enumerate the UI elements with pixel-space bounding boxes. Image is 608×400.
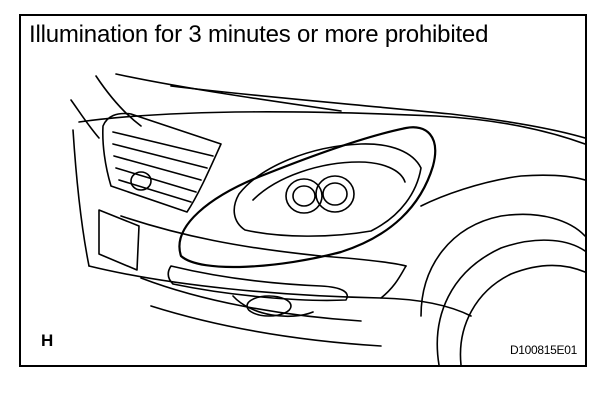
hood-fold xyxy=(170,85,585,139)
headlamp-lens-right xyxy=(315,175,355,213)
figure-frame: Illumination for 3 minutes or more prohi… xyxy=(19,14,587,367)
fender-line xyxy=(420,174,585,207)
highlight-oval xyxy=(178,126,437,269)
bumper-upper-line xyxy=(120,215,407,267)
grille-frame xyxy=(102,112,222,213)
car-front-illustration xyxy=(70,73,585,365)
headlamp-lens-right-inner xyxy=(322,182,348,206)
wheel-rim xyxy=(459,264,585,365)
windshield-edge xyxy=(95,75,142,127)
lower-intake xyxy=(140,277,362,322)
grille-inner xyxy=(112,131,214,203)
headlamp-housing xyxy=(233,143,422,237)
fog-lamp-recess xyxy=(167,265,348,302)
headlamp-inner xyxy=(252,161,406,201)
fog-lamp-surround xyxy=(232,295,314,318)
bumper-lower-line xyxy=(88,265,472,317)
lower-intake-bottom xyxy=(150,305,382,347)
tire-outline xyxy=(436,239,585,365)
hood-outline xyxy=(78,111,585,145)
bumper-side-curve xyxy=(380,265,407,299)
hood-crease xyxy=(115,73,342,112)
emblem-icon xyxy=(130,171,152,191)
bumper-left-edge xyxy=(72,129,90,267)
headlamp-lens-left-inner xyxy=(292,185,316,207)
view-code-label: H xyxy=(41,331,54,350)
figure-id-label: D100815E01 xyxy=(509,343,577,357)
license-plate xyxy=(98,209,140,271)
wheel-arch-outer xyxy=(420,213,585,317)
headlamp-lens-left xyxy=(285,178,323,214)
front-pillar-line xyxy=(70,99,100,139)
figure-caption: Illumination for 3 minutes or more prohi… xyxy=(29,21,489,48)
